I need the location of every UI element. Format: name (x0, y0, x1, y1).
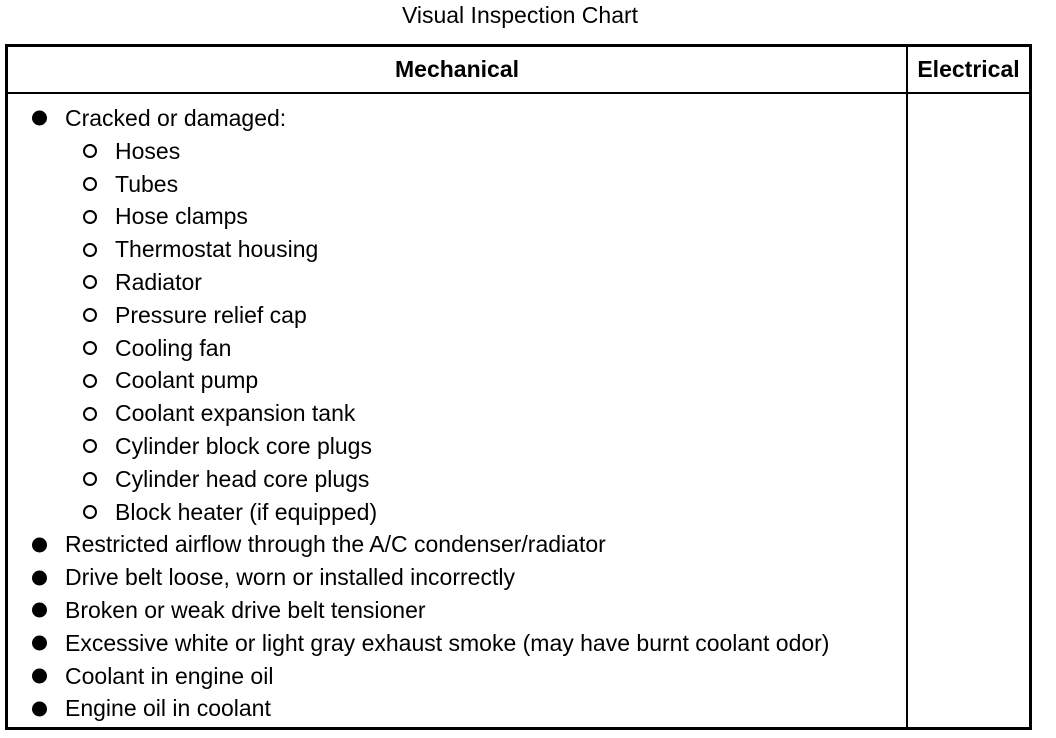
hollow-bullet-icon (83, 176, 97, 191)
hollow-bullet-icon (83, 308, 97, 323)
item-text: Hoses (115, 137, 181, 164)
hollow-bullet-icon (83, 209, 97, 224)
hollow-bullet-icon (83, 144, 97, 159)
filled-bullet-icon (32, 570, 47, 586)
column-divider (906, 47, 908, 727)
hollow-bullet-icon (83, 439, 97, 454)
filled-bullet-icon (32, 110, 47, 126)
inspection-subitem: Coolant pump (8, 364, 829, 397)
inspection-subitem: Pressure relief cap (8, 299, 829, 332)
inspection-item: Coolant in engine oil (8, 660, 829, 693)
item-text: Cylinder block core plugs (115, 432, 372, 459)
inspection-table: Mechanical Electrical Cracked or damaged… (5, 44, 1032, 730)
inspection-item: Engine oil in coolant (8, 692, 829, 725)
item-text: Radiator (115, 268, 202, 295)
item-text: Block heater (if equipped) (115, 498, 378, 525)
item-text: Tubes (115, 170, 179, 197)
inspection-item: Restricted airflow through the A/C conde… (8, 528, 829, 561)
inspection-subitem: Cooling fan (8, 332, 829, 365)
inspection-subitem: Radiator (8, 266, 829, 299)
item-text: Hose clamps (115, 203, 248, 230)
item-text: Drive belt loose, worn or installed inco… (65, 564, 515, 591)
item-text: Thermostat housing (115, 236, 319, 263)
item-text: Coolant in engine oil (65, 662, 274, 689)
hollow-bullet-icon (83, 504, 97, 519)
filled-bullet-icon (32, 635, 47, 651)
item-text: Engine oil in coolant (65, 695, 271, 722)
hollow-bullet-icon (83, 406, 97, 421)
hollow-bullet-icon (83, 340, 97, 355)
hollow-bullet-icon (83, 242, 97, 257)
inspection-subitem: Cylinder head core plugs (8, 463, 829, 496)
chart-title: Visual Inspection Chart (401, 2, 639, 28)
hollow-bullet-icon (83, 275, 97, 290)
item-text: Restricted airflow through the A/C conde… (65, 531, 606, 558)
filled-bullet-icon (32, 668, 47, 684)
inspection-subitem: Cylinder block core plugs (8, 430, 829, 463)
inspection-subitem: Hose clamps (8, 200, 829, 233)
inspection-item: Cracked or damaged: (8, 102, 829, 135)
inspection-subitem: Thermostat housing (8, 233, 829, 266)
item-text: Cooling fan (115, 334, 232, 361)
filled-bullet-icon (32, 537, 47, 553)
mechanical-column-header: Mechanical (395, 56, 519, 82)
item-text: Cylinder head core plugs (115, 465, 370, 492)
header-divider (8, 92, 1029, 94)
inspection-subitem: Block heater (if equipped) (8, 496, 829, 529)
item-text: Pressure relief cap (115, 301, 307, 328)
inspection-item: Broken or weak drive belt tensioner (8, 594, 829, 627)
hollow-bullet-icon (83, 373, 97, 388)
item-text: Coolant expansion tank (115, 400, 356, 427)
filled-bullet-icon (32, 602, 47, 618)
item-text: Cracked or damaged: (65, 105, 287, 131)
item-text: Coolant pump (115, 367, 259, 394)
inspection-item: Excessive white or light gray exhaust sm… (8, 627, 829, 660)
item-text: Broken or weak drive belt tensioner (65, 596, 426, 623)
filled-bullet-icon (32, 701, 47, 717)
inspection-subitem: Hoses (8, 135, 829, 168)
inspection-subitem: Tubes (8, 168, 829, 201)
inspection-item: Drive belt loose, worn or installed inco… (8, 561, 829, 594)
inspection-subitem: Coolant expansion tank (8, 397, 829, 430)
hollow-bullet-icon (83, 472, 97, 487)
electrical-column-header: Electrical (917, 56, 1020, 82)
item-text: Excessive white or light gray exhaust sm… (65, 629, 830, 656)
